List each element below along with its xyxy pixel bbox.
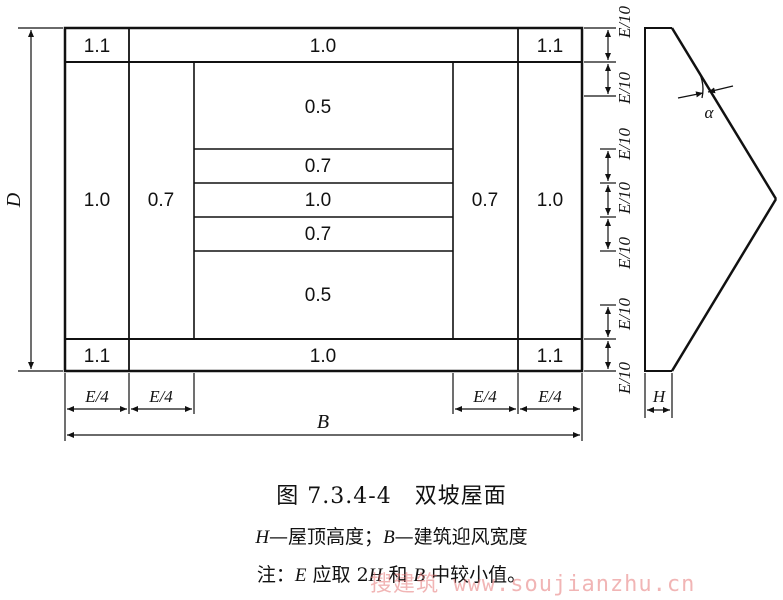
coef-center-lower: 0.7 xyxy=(305,224,331,245)
dim-e10-4: E/10 xyxy=(615,181,634,215)
dimension-b-label: B xyxy=(317,411,329,433)
legend-b-text: —建筑迎风宽度 xyxy=(394,526,528,548)
note-h-symbol: H xyxy=(368,565,383,586)
dim-e4-right-outer: E/4 xyxy=(537,387,562,406)
figure-legend: H—屋顶高度；B—建筑迎风宽度 xyxy=(0,522,783,549)
note-end: 中较小值。 xyxy=(425,564,527,586)
figure-note: 注：E 应取 2H 和 B 中较小值。 xyxy=(0,560,783,587)
note-prefix: 注： xyxy=(256,564,295,586)
slope-angle-label: α xyxy=(705,103,715,122)
note-and: 和 xyxy=(382,564,414,586)
roof-pressure-diagram: 1.1 1.0 1.1 1.0 0.7 0.5 0.7 1.0 0.7 0.5 … xyxy=(3,5,778,441)
coef-center-top: 0.5 xyxy=(305,97,331,118)
note-b-symbol: B xyxy=(413,565,426,586)
e10-labels: E/10 E/10 E/10 E/10 E/10 E/10 E/10 xyxy=(615,5,634,395)
dim-e4-left-outer: E/4 xyxy=(84,387,109,406)
dim-e4-right-inner: E/4 xyxy=(472,387,497,406)
watermark: 搜建筑 www.soujianzhu.cn xyxy=(370,572,696,597)
coef-top-strip: 1.0 xyxy=(310,36,336,57)
dimension-bottom xyxy=(64,373,583,441)
note-mid: 应取 2 xyxy=(306,564,369,586)
coef-center-ridge: 1.0 xyxy=(305,190,331,211)
coef-center-bottom: 0.5 xyxy=(305,285,331,306)
dim-e10-5: E/10 xyxy=(615,236,634,270)
dim-e4-left-inner: E/4 xyxy=(148,387,173,406)
dim-e10-1: E/10 xyxy=(615,5,634,39)
legend-b-symbol: B xyxy=(383,527,395,548)
legend-h-symbol: H xyxy=(255,527,270,548)
dimension-d-label: D xyxy=(3,192,25,208)
dimension-h-label: H xyxy=(652,387,667,406)
roof-plan xyxy=(63,26,584,373)
coef-corner-top-right: 1.1 xyxy=(537,36,563,57)
dim-e10-6: E/10 xyxy=(615,297,634,331)
coef-corner-top-left: 1.1 xyxy=(84,36,110,57)
coefficient-labels: 1.1 1.0 1.1 1.0 0.7 0.5 0.7 1.0 0.7 0.5 … xyxy=(84,36,563,367)
coef-corner-bottom-left: 1.1 xyxy=(84,346,110,367)
roof-section-profile xyxy=(644,27,778,418)
coef-bottom-strip: 1.0 xyxy=(310,346,336,367)
coef-left-inner: 0.7 xyxy=(148,190,174,211)
dim-e10-3: E/10 xyxy=(615,127,634,161)
dim-e10-7: E/10 xyxy=(615,361,634,395)
coef-right-outer: 1.0 xyxy=(537,190,563,211)
coef-left-outer: 1.0 xyxy=(84,190,110,211)
note-e-symbol: E xyxy=(294,565,307,586)
dimension-e10-chain xyxy=(584,27,616,372)
figure-caption-title: 图 7.3.4-4 双坡屋面 xyxy=(276,484,507,509)
legend-h-text: —屋顶高度； xyxy=(269,526,384,548)
coef-corner-bottom-right: 1.1 xyxy=(537,346,563,367)
dimension-d xyxy=(18,27,63,372)
coef-center-upper: 0.7 xyxy=(305,156,331,177)
dim-e10-2: E/10 xyxy=(615,71,634,105)
coef-right-inner: 0.7 xyxy=(472,190,498,211)
